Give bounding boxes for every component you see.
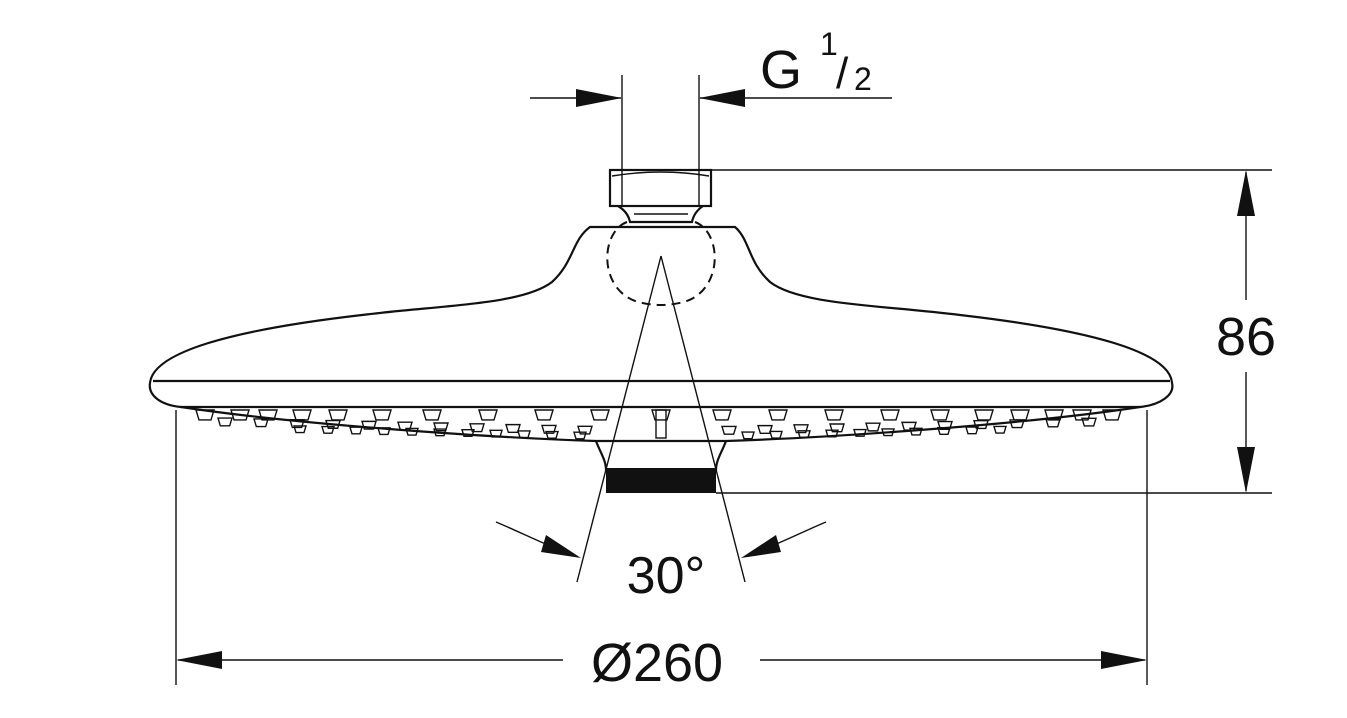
nozzle	[577, 425, 593, 435]
nozzle	[797, 430, 811, 439]
nozzle	[881, 428, 895, 437]
diameter-arrowhead-left	[176, 651, 222, 669]
thread-fraction-numerator: 1	[820, 26, 838, 62]
nozzle	[741, 431, 755, 440]
nozzle	[217, 417, 233, 427]
nozzle	[769, 430, 783, 439]
nozzle	[901, 421, 917, 431]
nozzle	[1045, 418, 1061, 428]
central-spray-outlet	[606, 468, 716, 493]
nozzle	[253, 418, 269, 428]
nozzle	[469, 423, 485, 433]
nozzle	[328, 409, 348, 421]
nozzle	[909, 427, 923, 436]
nozzle	[1102, 409, 1122, 421]
nozzle	[505, 423, 521, 434]
diameter-label: Ø260	[591, 633, 723, 693]
nozzle	[651, 409, 671, 421]
nozzle	[405, 427, 419, 436]
shower-head-body	[148, 168, 1174, 493]
spray-angle-label: 30°	[627, 547, 706, 605]
diameter-dimension: Ø260	[175, 410, 1148, 693]
nozzle	[793, 424, 809, 434]
height-arrowhead-top	[1237, 170, 1255, 216]
nozzle	[993, 425, 1007, 434]
height-label: 86	[1216, 307, 1276, 367]
nozzle	[461, 429, 475, 438]
angle-arrowhead-right	[741, 535, 781, 558]
nozzle	[230, 409, 250, 421]
nozzle	[545, 430, 559, 439]
ball-joint-hidden-line	[606, 221, 716, 306]
thread-size-annotation: G 1 / 2	[530, 26, 892, 170]
nozzle	[974, 409, 994, 421]
nozzle	[325, 419, 341, 429]
angle-arrowhead-left	[541, 535, 581, 558]
nozzle	[478, 409, 498, 421]
central-spray-block	[594, 440, 728, 472]
nozzle	[829, 423, 845, 433]
nozzle	[517, 430, 531, 439]
diameter-arrowhead-right	[1101, 651, 1147, 669]
nozzle	[757, 424, 773, 435]
nozzle	[292, 409, 312, 421]
nozzle	[377, 427, 391, 436]
nozzle	[349, 426, 363, 435]
height-arrowhead-bottom	[1237, 447, 1255, 493]
nozzle	[289, 419, 305, 429]
nozzle	[361, 420, 377, 430]
nozzle	[768, 409, 788, 421]
center-nozzle	[655, 409, 667, 439]
thread-fraction-slash: /	[836, 49, 849, 98]
nozzle	[433, 428, 447, 437]
thread-fraction-denominator: 2	[854, 61, 872, 97]
connection-nut	[608, 168, 713, 208]
nozzle	[397, 421, 413, 431]
nozzle	[321, 425, 335, 434]
nozzle	[880, 409, 900, 421]
nozzle	[1009, 419, 1025, 429]
nozzle	[541, 424, 557, 434]
nozzle	[853, 428, 867, 437]
nozzle	[930, 409, 950, 421]
nozzle	[195, 409, 215, 421]
nozzle	[1010, 409, 1030, 421]
spray-line-left	[576, 255, 662, 583]
nozzle	[712, 409, 732, 421]
nozzle	[721, 425, 737, 435]
nozzle	[293, 425, 307, 434]
nozzle	[372, 409, 392, 421]
spray-angle-annotation: 30°	[495, 255, 827, 605]
nozzle-array	[195, 409, 1122, 440]
nozzle	[865, 422, 881, 432]
nozzle	[973, 420, 989, 430]
nozzle	[825, 429, 839, 438]
height-dimension: 86	[711, 169, 1276, 494]
nozzle	[489, 429, 503, 438]
nozzle	[1072, 409, 1092, 421]
nozzle	[534, 409, 554, 421]
thread-arrowhead-left	[576, 89, 622, 107]
spray-line-right	[660, 255, 746, 583]
nut-neck	[617, 205, 704, 224]
face-plate	[180, 405, 1141, 443]
nozzle	[422, 409, 442, 421]
nozzle	[590, 409, 610, 421]
nozzle	[258, 409, 278, 421]
thread-arrowhead-right	[699, 89, 745, 107]
thread-letter: G	[760, 40, 802, 100]
nozzle	[965, 426, 979, 435]
nozzle	[937, 427, 951, 436]
nozzle	[573, 431, 587, 440]
nozzle	[824, 409, 844, 421]
nozzle	[1081, 417, 1097, 427]
